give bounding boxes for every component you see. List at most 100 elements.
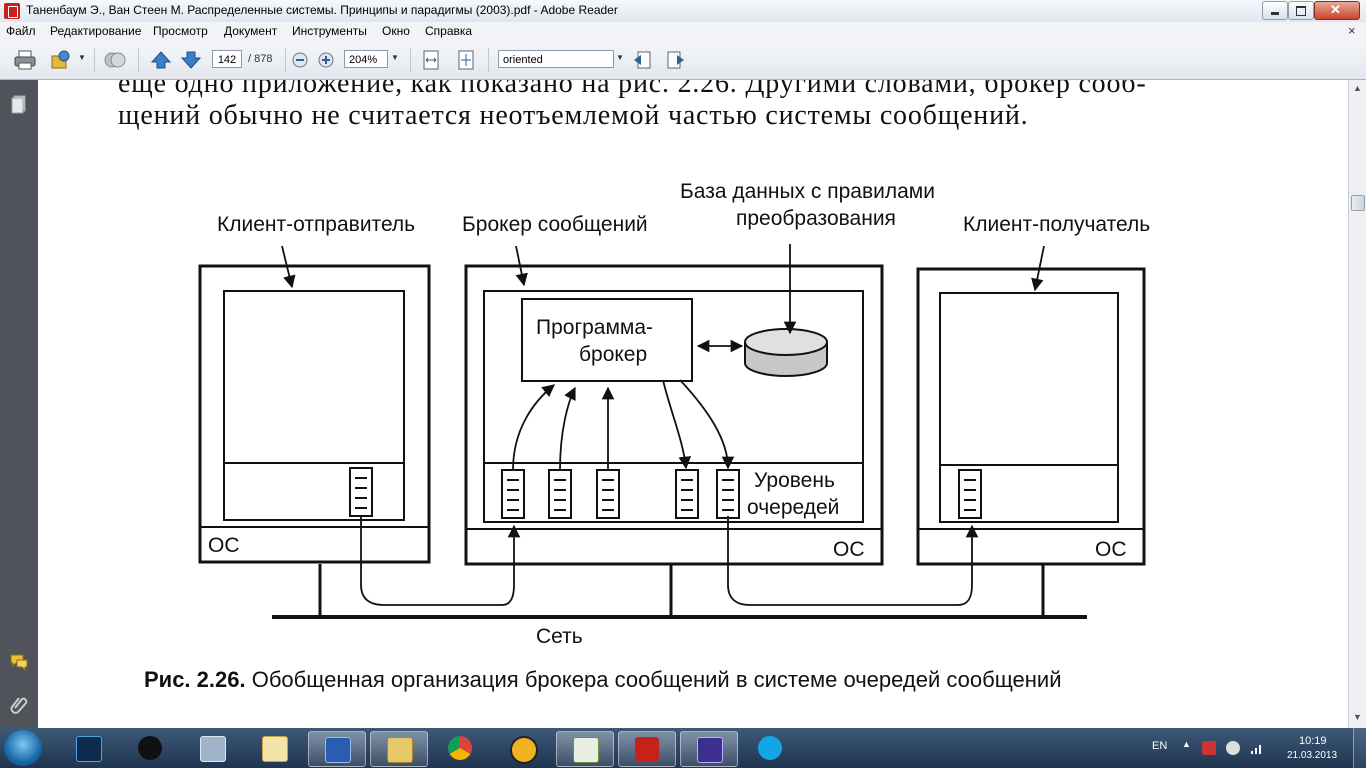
paint-icon: [262, 736, 288, 762]
body-text-line: щений обычно не считается неотъемлемой ч…: [118, 100, 1029, 131]
figure-caption: Рис. 2.26. Обобщенная организация брокер…: [144, 667, 1062, 692]
vertical-scrollbar[interactable]: ▲ ▼: [1348, 80, 1366, 728]
menu-help[interactable]: Справка: [425, 24, 473, 38]
taskbar-calculator[interactable]: [184, 731, 240, 765]
taskbar-photoshop[interactable]: [60, 731, 116, 765]
label-os-broker: ОС: [833, 538, 865, 561]
toolbar: ▼ 142 / 878 204% ▼ oriented ▼: [0, 41, 1366, 80]
taskbar-word[interactable]: [308, 731, 366, 767]
share-dropdown-icon[interactable]: ▼: [78, 53, 86, 62]
zoom-in-icon[interactable]: [318, 52, 334, 68]
fit-width-icon[interactable]: [420, 50, 442, 70]
figure-diagram: Клиент-отправитель Брокер сообщений База…: [144, 180, 1150, 692]
separator: [488, 48, 489, 72]
print-icon[interactable]: [14, 50, 36, 70]
label-os-receiver: ОС: [1095, 538, 1127, 561]
pages-panel-icon[interactable]: [9, 94, 29, 114]
label-queue-level: Уровень: [754, 469, 835, 492]
menu-bar: Файл Редактирование Просмотр Документ Ин…: [0, 22, 1366, 41]
window-title: Таненбаум Э., Ван Стеен М. Распределенны…: [26, 3, 618, 17]
drawing-icon: [697, 737, 723, 763]
menu-window[interactable]: Окно: [382, 24, 410, 38]
find-next-icon[interactable]: [664, 50, 686, 70]
menu-view[interactable]: Просмотр: [153, 24, 208, 38]
network-bus: [272, 564, 1087, 619]
document-page: еще одно приложение, как показано на рис…: [38, 80, 1348, 728]
taskbar-drawing[interactable]: [680, 731, 738, 767]
taskbar-adobe-reader[interactable]: [618, 731, 676, 767]
show-hidden-icons-icon[interactable]: ▲: [1182, 739, 1191, 749]
skype-icon: [758, 736, 782, 760]
label-broker-program: Программа-: [536, 316, 653, 339]
document-close-icon[interactable]: ×: [1348, 23, 1356, 38]
photoshop-icon: [76, 736, 102, 762]
comments-panel-icon[interactable]: [9, 652, 29, 672]
label-broker: Брокер сообщений: [462, 213, 648, 236]
fit-page-icon[interactable]: [455, 50, 477, 70]
chrome-icon: [448, 736, 472, 760]
label-queue-level-line2: очередей: [747, 496, 839, 519]
search-dropdown-icon[interactable]: ▼: [616, 53, 624, 62]
menu-document[interactable]: Документ: [224, 24, 278, 38]
close-button[interactable]: [1314, 1, 1360, 20]
title-bar: Таненбаум Э., Ван Стеен М. Распределенны…: [0, 0, 1366, 23]
taskbar-paint[interactable]: [246, 731, 302, 765]
clock-date[interactable]: 21.03.2013: [1287, 750, 1338, 761]
separator: [138, 48, 139, 72]
clock-time[interactable]: 10:19: [1299, 735, 1327, 747]
start-button[interactable]: [4, 730, 42, 766]
language-indicator[interactable]: EN: [1152, 740, 1168, 752]
separator: [410, 48, 411, 72]
zoom-out-icon[interactable]: [292, 52, 308, 68]
separator: [285, 48, 286, 72]
receiver-machine: [916, 267, 1146, 566]
taskbar: EN ▲ 10:19 21.03.2013: [0, 728, 1366, 768]
archiver-icon: [510, 736, 538, 764]
collaborate-icon[interactable]: [104, 50, 126, 70]
label-database: База данных с правилами: [680, 180, 935, 203]
editor-icon: [573, 737, 599, 763]
minimize-button[interactable]: [1262, 1, 1288, 20]
tray-app-icon[interactable]: [1202, 741, 1216, 755]
scroll-up-arrow-icon[interactable]: ▲: [1353, 83, 1362, 93]
taskbar-editor[interactable]: [556, 731, 614, 767]
scroll-thumb[interactable]: [1351, 195, 1365, 211]
taskbar-archiver[interactable]: [494, 731, 550, 765]
caption-text: Обобщенная организация брокера сообщений…: [246, 667, 1062, 692]
label-broker-program-line2: брокер: [579, 343, 647, 366]
sender-machine: [198, 264, 431, 564]
menu-tools[interactable]: Инструменты: [292, 24, 367, 38]
page-total: / 878: [248, 53, 273, 65]
menu-edit[interactable]: Редактирование: [50, 24, 142, 38]
label-database-line2: преобразования: [736, 207, 896, 230]
label-network: Сеть: [536, 625, 583, 648]
taskbar-skype[interactable]: [742, 731, 798, 765]
zoom-dropdown-icon[interactable]: ▼: [391, 53, 399, 62]
signal-icon[interactable]: [1250, 741, 1264, 755]
adobe-reader-icon: [635, 737, 659, 761]
find-previous-icon[interactable]: [632, 50, 654, 70]
folder-icon: [387, 737, 413, 763]
search-input[interactable]: oriented: [498, 50, 614, 68]
navigation-panel: [0, 80, 38, 728]
show-desktop-button[interactable]: [1353, 728, 1366, 768]
taskbar-panda[interactable]: [122, 731, 178, 765]
previous-page-icon[interactable]: [150, 50, 172, 70]
label-os-sender: ОС: [208, 534, 240, 557]
taskbar-chrome[interactable]: [432, 731, 488, 765]
scroll-down-arrow-icon[interactable]: ▼: [1353, 712, 1362, 722]
volume-muted-icon[interactable]: [1226, 741, 1240, 755]
zoom-level-input[interactable]: 204%: [344, 50, 388, 68]
share-icon[interactable]: [50, 50, 72, 70]
word-icon: [325, 737, 351, 763]
next-page-icon[interactable]: [180, 50, 202, 70]
broker-machine: [464, 264, 884, 566]
caption-number: Рис. 2.26.: [144, 667, 246, 692]
separator: [94, 48, 95, 72]
taskbar-explorer[interactable]: [370, 731, 428, 767]
menu-file[interactable]: Файл: [6, 24, 36, 38]
adobe-reader-icon: [4, 3, 20, 19]
maximize-button[interactable]: [1288, 1, 1314, 20]
attachments-paperclip-icon[interactable]: [9, 694, 29, 714]
page-number-input[interactable]: 142: [212, 50, 242, 68]
